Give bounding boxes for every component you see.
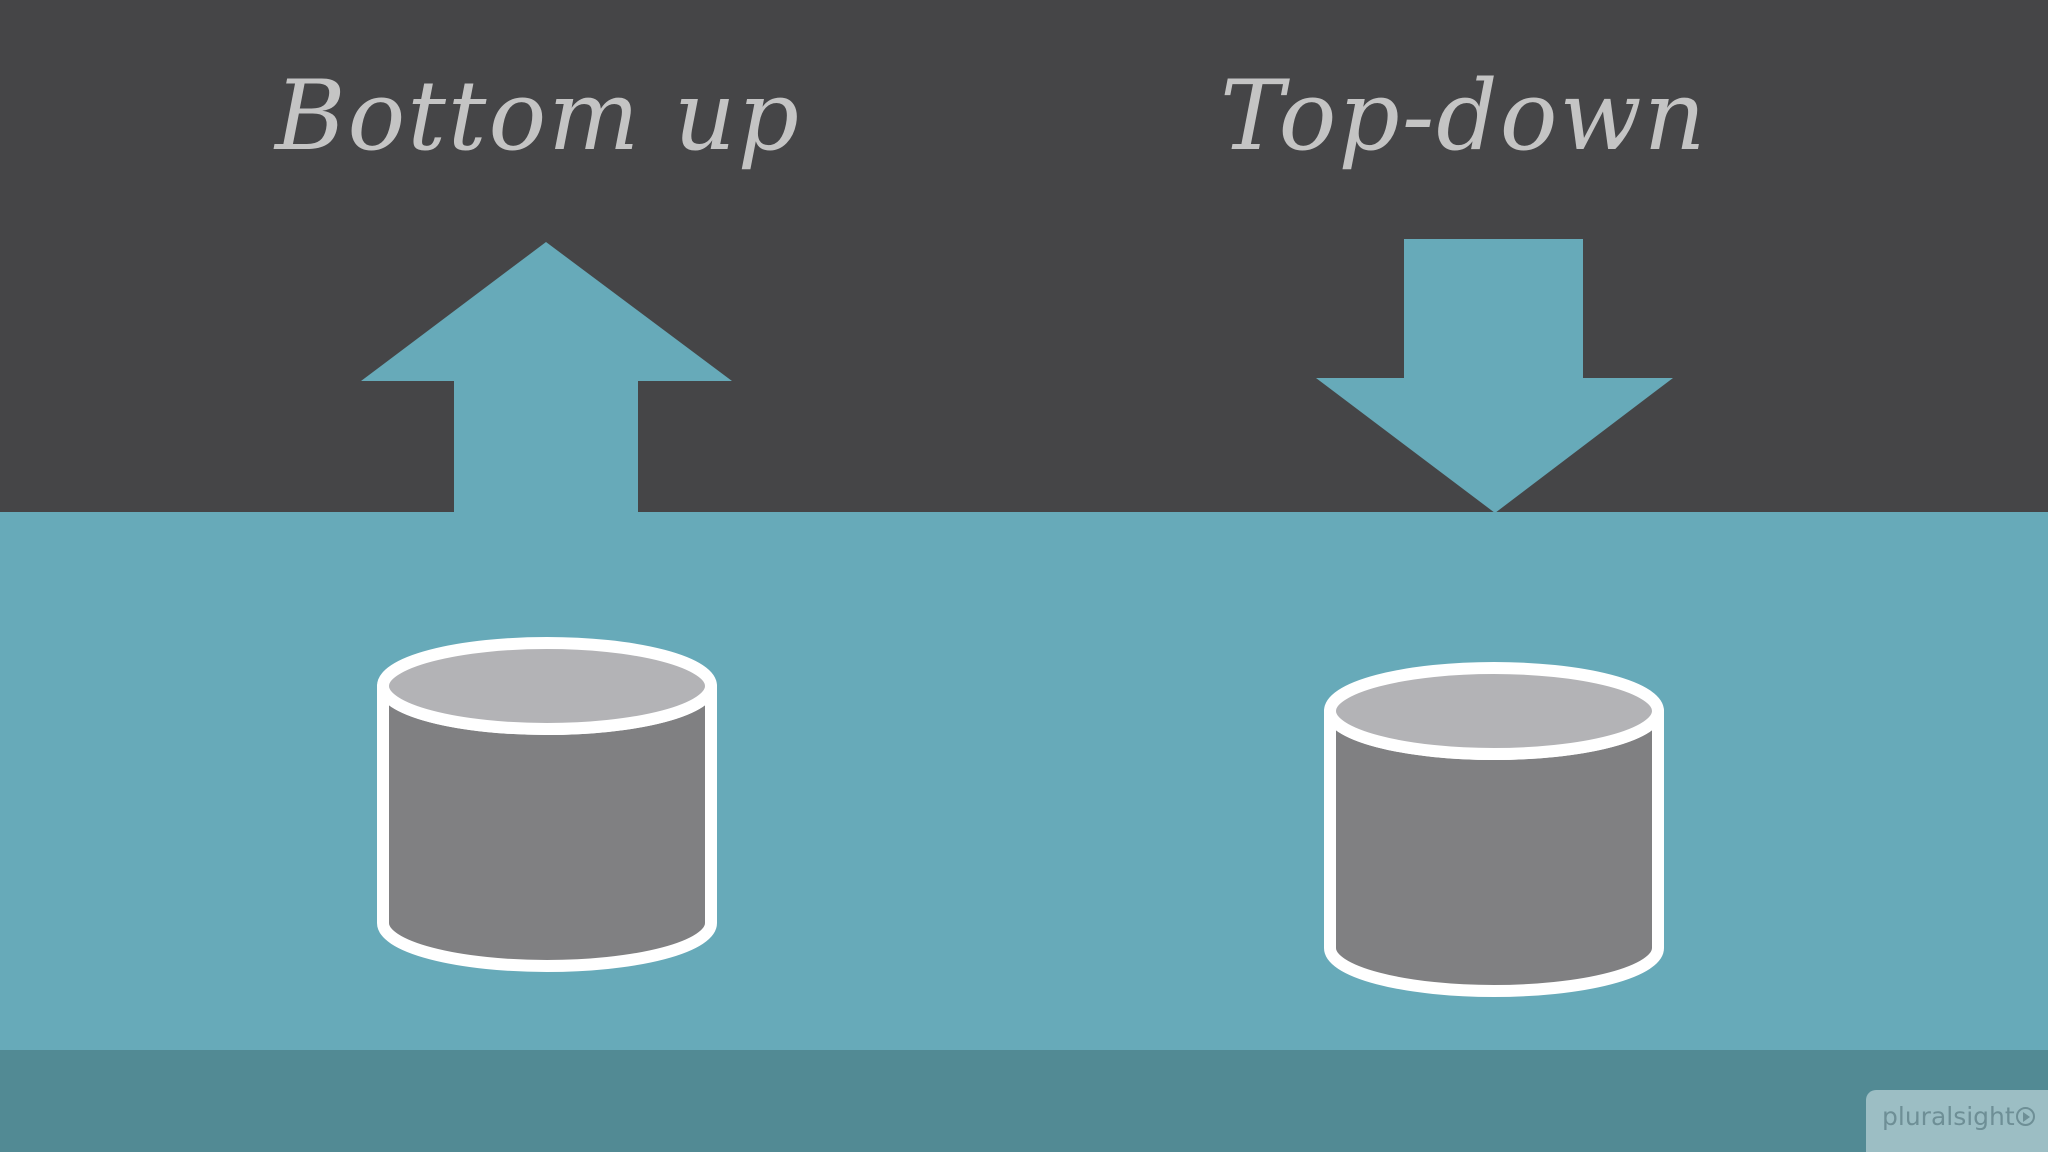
- up-arrow-icon: [361, 242, 732, 513]
- pluralsight-logo: pluralsight: [1866, 1090, 2048, 1152]
- down-arrow-icon: [1316, 239, 1673, 513]
- brand-text: pluralsight: [1882, 1102, 2015, 1131]
- database-cylinder-icon: [1324, 662, 1664, 997]
- database-cylinder-icon: [377, 637, 717, 972]
- bottom-strip: [0, 1050, 2048, 1152]
- bottom-up-title: Bottom up: [275, 60, 802, 172]
- background-top: [0, 0, 2048, 512]
- top-down-title: Top-down: [1220, 60, 1708, 172]
- play-circle-icon: [2015, 1107, 2035, 1126]
- teal-band: [0, 512, 2048, 1050]
